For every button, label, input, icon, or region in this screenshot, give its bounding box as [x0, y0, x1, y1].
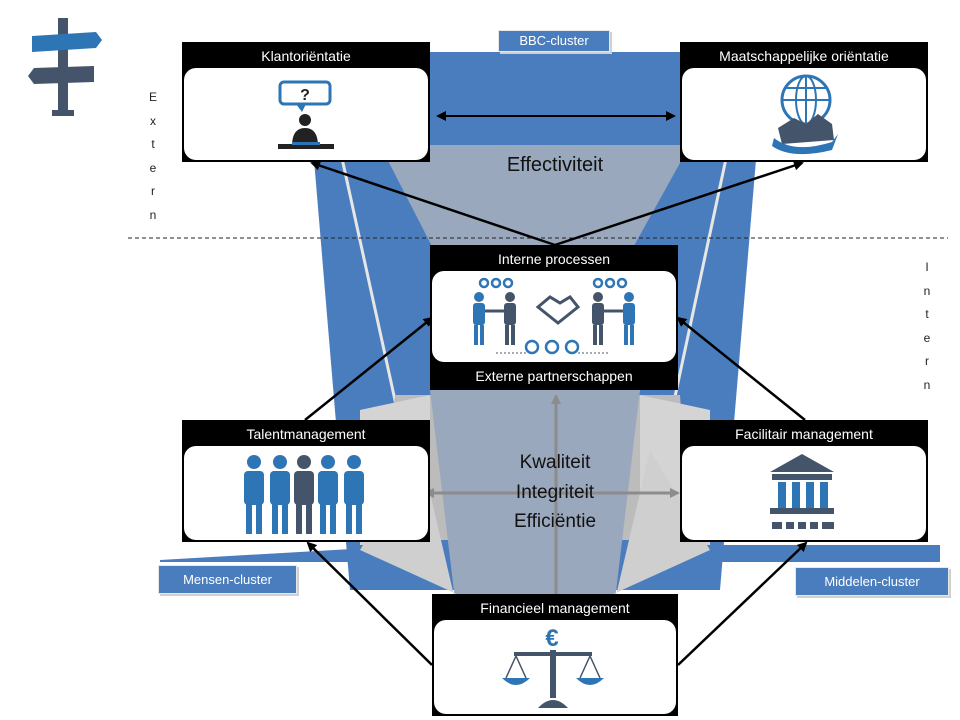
- side-label-letter: e: [923, 330, 931, 345]
- person-figure: [296, 504, 302, 534]
- handshake-gears-icon: [473, 277, 635, 355]
- person-figure: [356, 504, 362, 534]
- person-figure: [347, 455, 361, 469]
- arrow-to-maatschappelijk: [554, 160, 804, 247]
- person-figure: [272, 504, 278, 534]
- facilitair-title: Facilitair management: [735, 426, 873, 442]
- financieel-box: Financieel management €: [432, 594, 678, 716]
- side-label-letter: x: [150, 113, 156, 128]
- person-figure: [294, 471, 314, 505]
- bbc-cluster-label: BBC-cluster: [498, 30, 610, 52]
- person-figure: [246, 504, 252, 534]
- maatschappelijk-title: Maatschappelijke oriëntatie: [719, 48, 889, 64]
- talentmanagement-box: Talentmanagement: [182, 420, 430, 542]
- side-label-letter: n: [923, 283, 931, 298]
- euro-scale-icon: €: [502, 625, 604, 708]
- person-figure: [270, 471, 290, 505]
- side-label-letter: I: [925, 260, 929, 274]
- person-figure: [330, 504, 336, 534]
- side-label-letter: n: [149, 207, 157, 222]
- side-label-letter: r: [151, 184, 155, 198]
- middelen-cluster-label: Middelen-cluster: [795, 567, 949, 596]
- person-figure: [273, 455, 287, 469]
- person-figure: [321, 455, 335, 469]
- effectiviteit-funnel: [380, 145, 690, 262]
- people-group-icon: [244, 455, 364, 534]
- arrow-facilitair-processen: [676, 316, 806, 421]
- side-label-letter: r: [925, 354, 929, 368]
- person-figure: [247, 455, 261, 469]
- side-label-letter: t: [925, 307, 929, 321]
- effectiviteit-label: Effectiviteit: [506, 154, 604, 176]
- person-figure: [244, 471, 264, 505]
- person-figure: [282, 504, 288, 534]
- building-icon: [770, 454, 834, 529]
- signpost-icon: [28, 18, 102, 116]
- facilitair-box: Facilitair management: [680, 420, 928, 542]
- person-figure: [256, 504, 262, 534]
- talentmanagement-title: Talentmanagement: [246, 426, 366, 442]
- side-label-letter: e: [149, 160, 157, 175]
- arrow-talent-processen: [304, 316, 434, 421]
- person-figure: [320, 504, 326, 534]
- globe-in-hand-icon: [772, 74, 838, 155]
- kwaliteit-label: Kwaliteit: [519, 452, 591, 473]
- arrow-financieel-facilitair: [677, 541, 808, 666]
- klantorientatie-box: Klantoriëntatie ?: [182, 42, 430, 162]
- person-at-desk-question-icon: ?: [278, 80, 334, 149]
- mensen-cluster-label: Mensen-cluster: [158, 565, 297, 594]
- interne-processen-title: Interne processen: [497, 251, 611, 267]
- person-figure: [297, 455, 311, 469]
- middelen-wedge: [640, 545, 940, 562]
- person-figure: [306, 504, 312, 534]
- efficientie-label: Efficiëntie: [513, 511, 597, 532]
- interne-processen-box: Interne processen: [430, 245, 678, 390]
- maatschappelijk-box: Maatschappelijke oriëntatie: [680, 42, 928, 162]
- person-figure: [346, 504, 352, 534]
- financieel-title: Financieel management: [480, 600, 630, 616]
- externe-partnerschappen-label: Externe partnerschappen: [475, 368, 633, 384]
- person-figure: [318, 471, 338, 505]
- side-label-letter: t: [151, 137, 155, 151]
- person-figure: [344, 471, 364, 505]
- svg-text:?: ?: [300, 87, 310, 104]
- side-label-letter: n: [923, 377, 931, 392]
- svg-text:€: €: [545, 625, 558, 652]
- klantorientatie-title: Klantoriëntatie: [261, 48, 351, 64]
- arrow-to-klant: [310, 160, 556, 247]
- arrow-financieel-talent: [306, 541, 433, 666]
- integriteit-label: Integriteit: [515, 482, 595, 503]
- side-label-letter: E: [148, 90, 157, 104]
